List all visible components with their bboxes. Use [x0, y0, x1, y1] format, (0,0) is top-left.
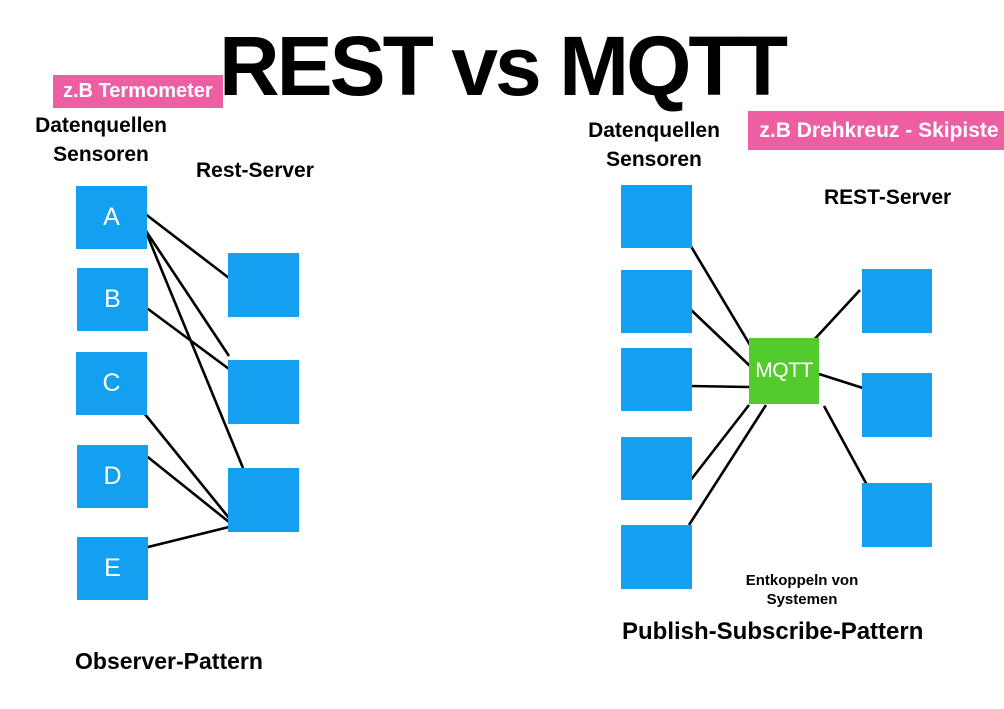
publisher-box-4 — [621, 437, 692, 500]
rest-server-box-2 — [228, 360, 299, 424]
left-sources-heading-line2: Sensoren — [53, 142, 149, 166]
right-sources-heading-line2: Sensoren — [606, 147, 702, 171]
right-sources-heading-line1: Datenquellen — [588, 119, 720, 142]
connection-publisher-5-to-mqtt-broker — [687, 404, 768, 526]
connection-publisher-1-to-mqtt-broker — [687, 242, 752, 346]
connection-publisher-2-to-mqtt-broker — [688, 307, 751, 367]
connection-mqtt-broker-to-sub-server-2 — [818, 372, 867, 391]
publisher-box-3 — [621, 348, 692, 411]
decoupling-note-line2: Systemen — [766, 590, 838, 608]
connection-sensor-d-to-rest-server-3 — [143, 452, 230, 524]
mqtt-broker-box: MQTT — [749, 338, 819, 404]
publisher-box-2 — [621, 270, 692, 333]
left-example-badge: z.B Termometer — [53, 75, 223, 108]
publisher-box-1 — [621, 185, 692, 248]
connection-sensor-e-to-rest-server-3 — [143, 525, 230, 550]
left-sources-heading-line1: Datenquellen — [35, 114, 167, 137]
sensor-box-e-label: E — [104, 554, 121, 582]
left-server-heading: Rest-Server — [196, 159, 314, 182]
connection-sensor-b-to-rest-server-2 — [143, 304, 230, 371]
sensor-box-b: B — [77, 268, 148, 331]
sensor-box-a: A — [76, 186, 147, 249]
sensor-box-d: D — [77, 445, 148, 508]
connection-publisher-3-to-mqtt-broker — [688, 384, 750, 389]
connection-sensor-a-to-rest-server-2 — [142, 227, 231, 357]
sensor-box-a-label: A — [103, 203, 120, 231]
right-pattern-label: Publish-Subscribe-Pattern — [622, 618, 924, 645]
rest-server-box-3 — [228, 468, 299, 532]
sensor-box-b-label: B — [104, 285, 121, 313]
right-sources-heading: Datenquellen Sensoren — [574, 117, 734, 174]
subscriber-server-box-2 — [862, 373, 932, 437]
subscriber-server-box-3 — [862, 483, 932, 547]
page-title: REST vs MQTT — [218, 19, 788, 113]
connection-sensor-c-to-rest-server-3 — [142, 412, 231, 519]
connection-publisher-4-to-mqtt-broker — [688, 404, 751, 482]
sensor-box-c-label: C — [102, 369, 121, 397]
rest-server-box-1 — [228, 253, 299, 317]
mqtt-broker-label: MQTT — [755, 359, 813, 382]
right-server-heading: REST-Server — [824, 186, 952, 209]
sensor-box-e: E — [77, 537, 148, 600]
sensor-box-d-label: D — [103, 462, 122, 490]
connection-sensor-a-to-rest-server-1 — [143, 211, 230, 280]
left-sources-heading: Datenquellen Sensoren — [21, 112, 181, 169]
right-example-badge: z.B Drehkreuz - Skipiste — [748, 111, 1004, 150]
publisher-box-5 — [621, 525, 692, 589]
connection-mqtt-broker-to-sub-server-3 — [822, 405, 869, 486]
decoupling-note: Entkoppeln von Systemen — [722, 572, 882, 610]
connection-mqtt-broker-to-sub-server-1 — [811, 289, 861, 343]
left-pattern-label: Observer-Pattern — [75, 648, 263, 674]
subscriber-server-box-1 — [862, 269, 932, 333]
sensor-box-c: C — [76, 352, 147, 415]
decoupling-note-line1: Entkoppeln von — [745, 572, 859, 589]
